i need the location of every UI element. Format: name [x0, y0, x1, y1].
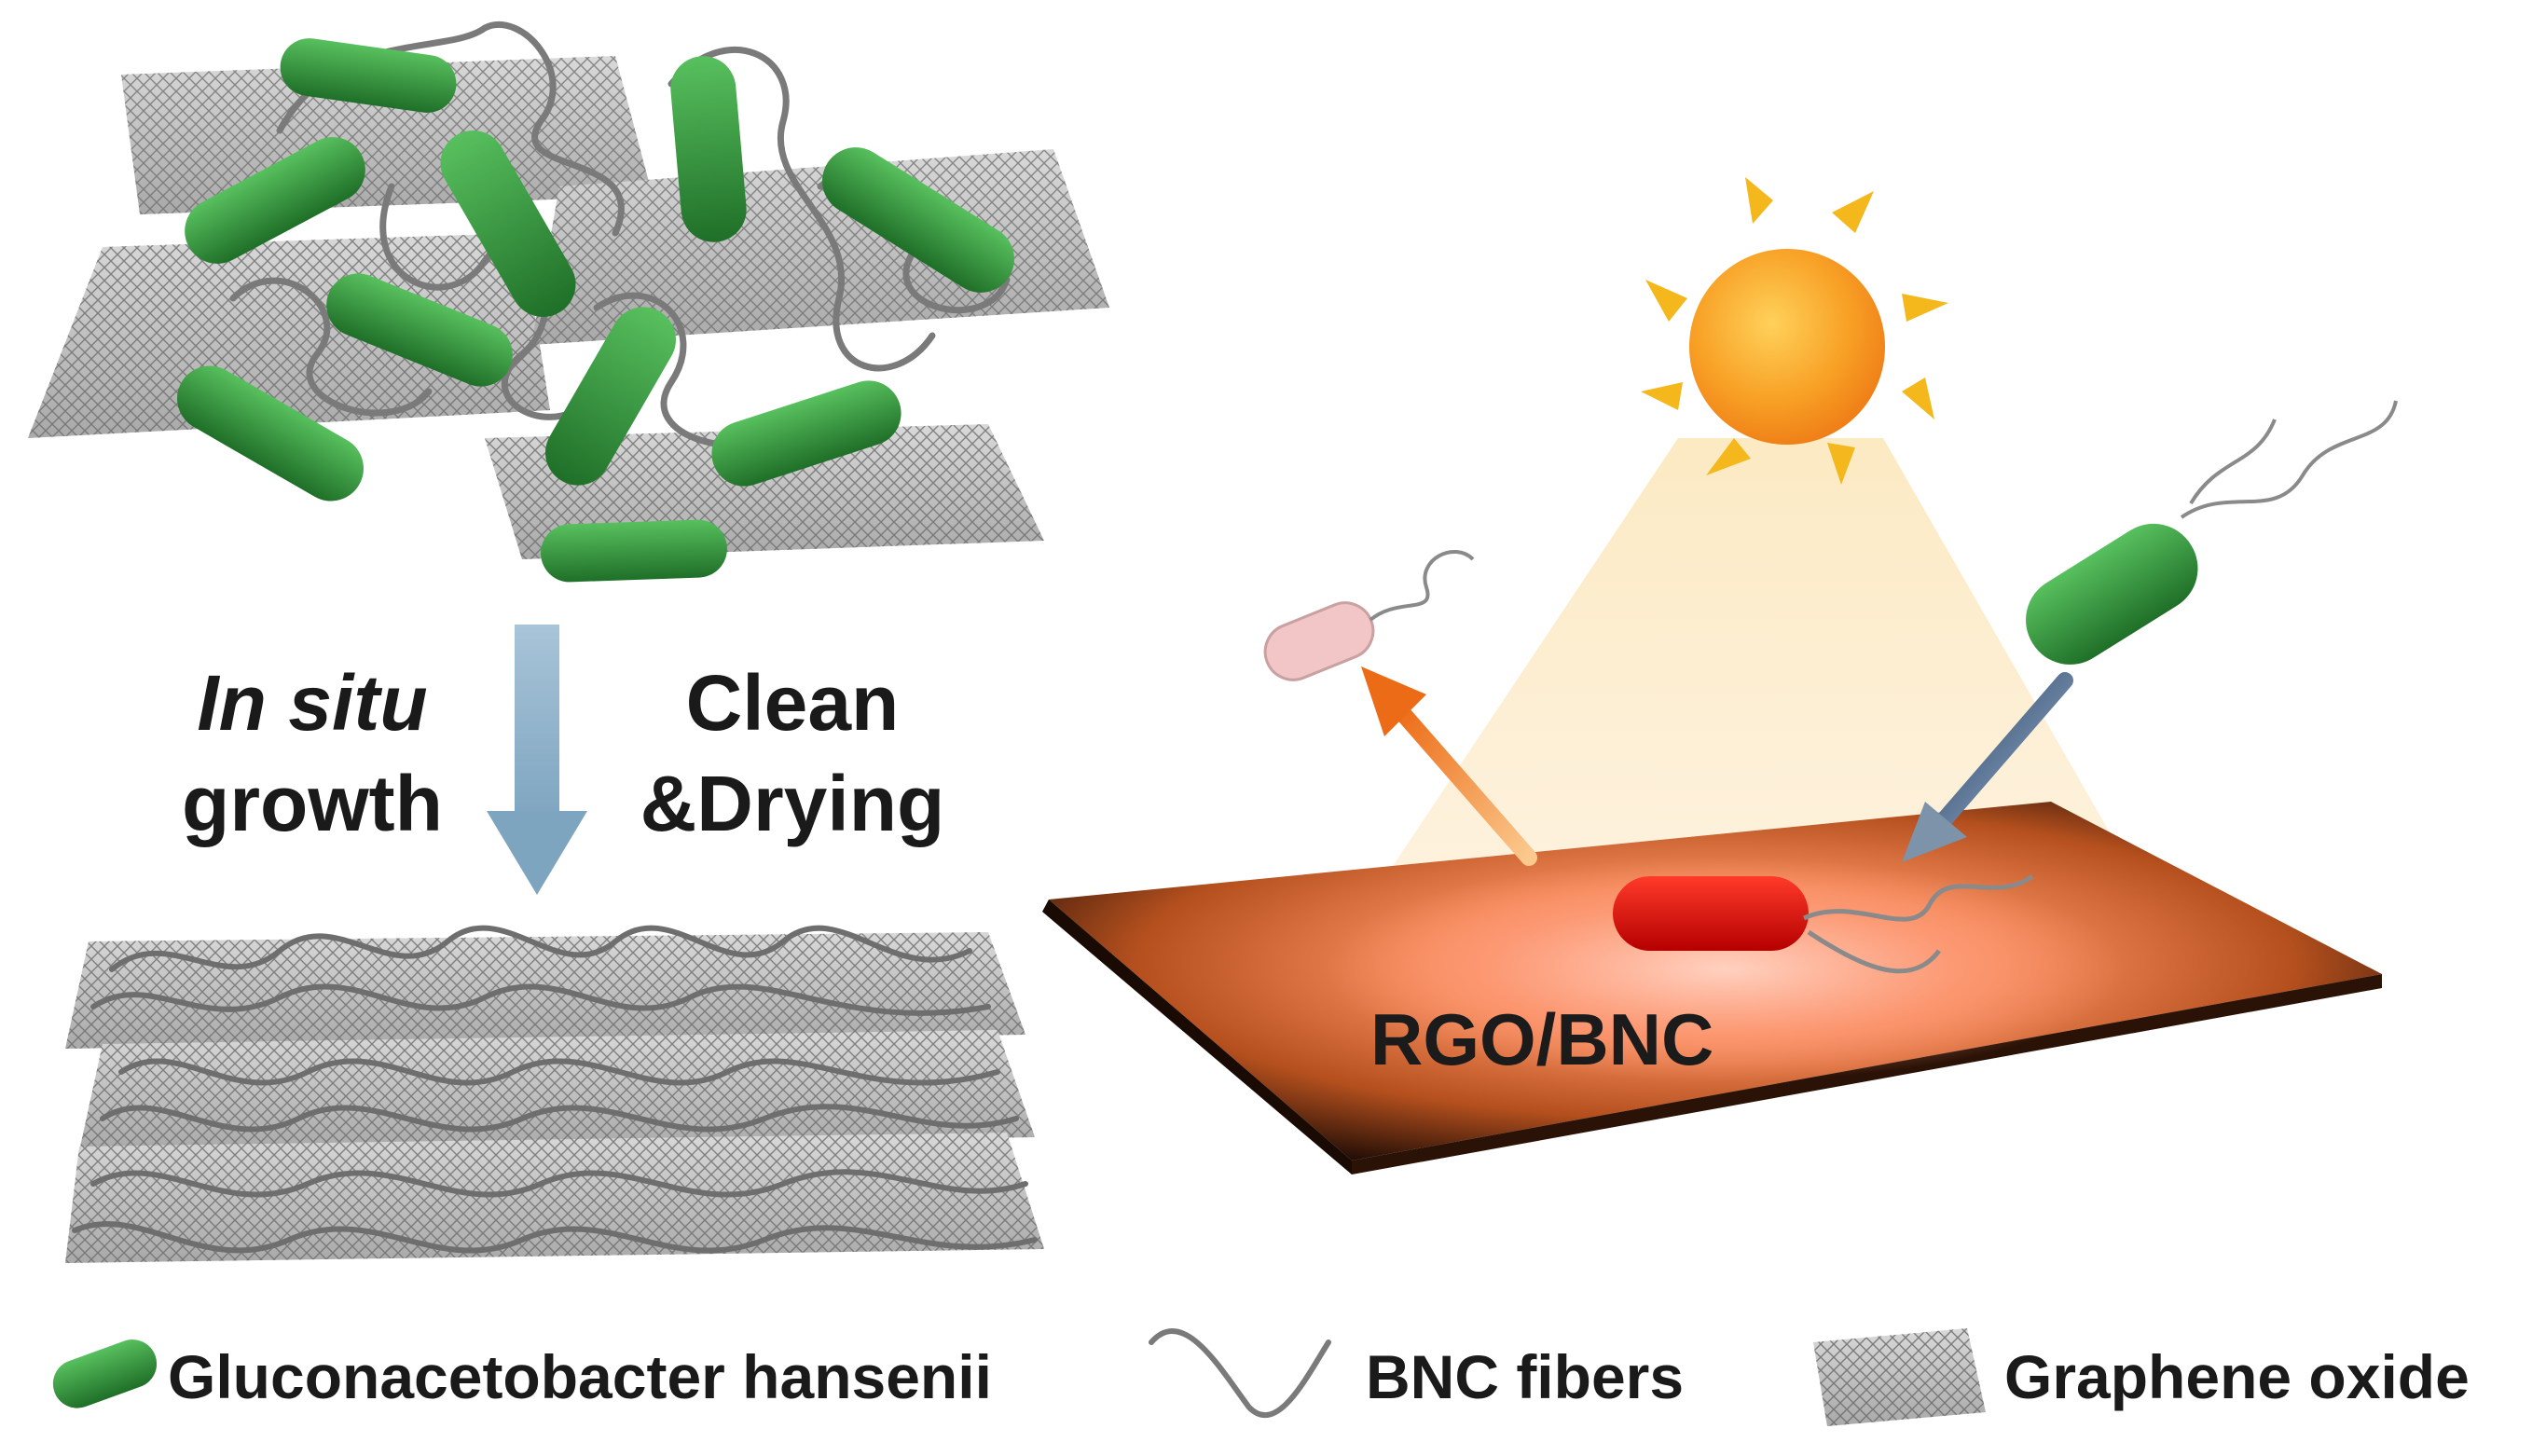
legend-bacteria-label: Gluconacetobacter hansenii	[168, 1342, 992, 1411]
legend-graphene-label: Graphene oxide	[2004, 1342, 2470, 1411]
step-left-line2: growth	[182, 760, 443, 847]
step-left-label: In situ growth	[158, 652, 466, 854]
process-arrow	[487, 625, 587, 895]
step-right-label: Clean &Drying	[615, 652, 970, 854]
outgoing-arrow	[1361, 666, 1537, 866]
bacteria-cluster-top	[177, 38, 1014, 583]
legend-fibers-label: BNC fibers	[1366, 1342, 1685, 1411]
step-right-line2: &Drying	[640, 760, 945, 847]
heated-bacterium	[1613, 873, 2034, 974]
device-label: RGO/BNC	[1370, 998, 1714, 1080]
rgo-bnc-plate	[1042, 802, 2382, 1174]
stacked-film	[65, 925, 1044, 1263]
healthy-bacterium	[2026, 400, 2398, 665]
legend-graphene-icon	[1813, 1328, 1986, 1426]
dead-bacterium	[1263, 549, 1475, 681]
step-left-line1: In situ	[197, 659, 428, 747]
incoming-arrow	[1902, 672, 2073, 862]
sun	[1641, 177, 1948, 485]
legend-bacteria-icon	[52, 1339, 158, 1408]
legend-fiber-icon	[1149, 1328, 1331, 1418]
step-right-line1: Clean	[685, 659, 900, 747]
graphene-sheet-right	[531, 149, 1109, 345]
